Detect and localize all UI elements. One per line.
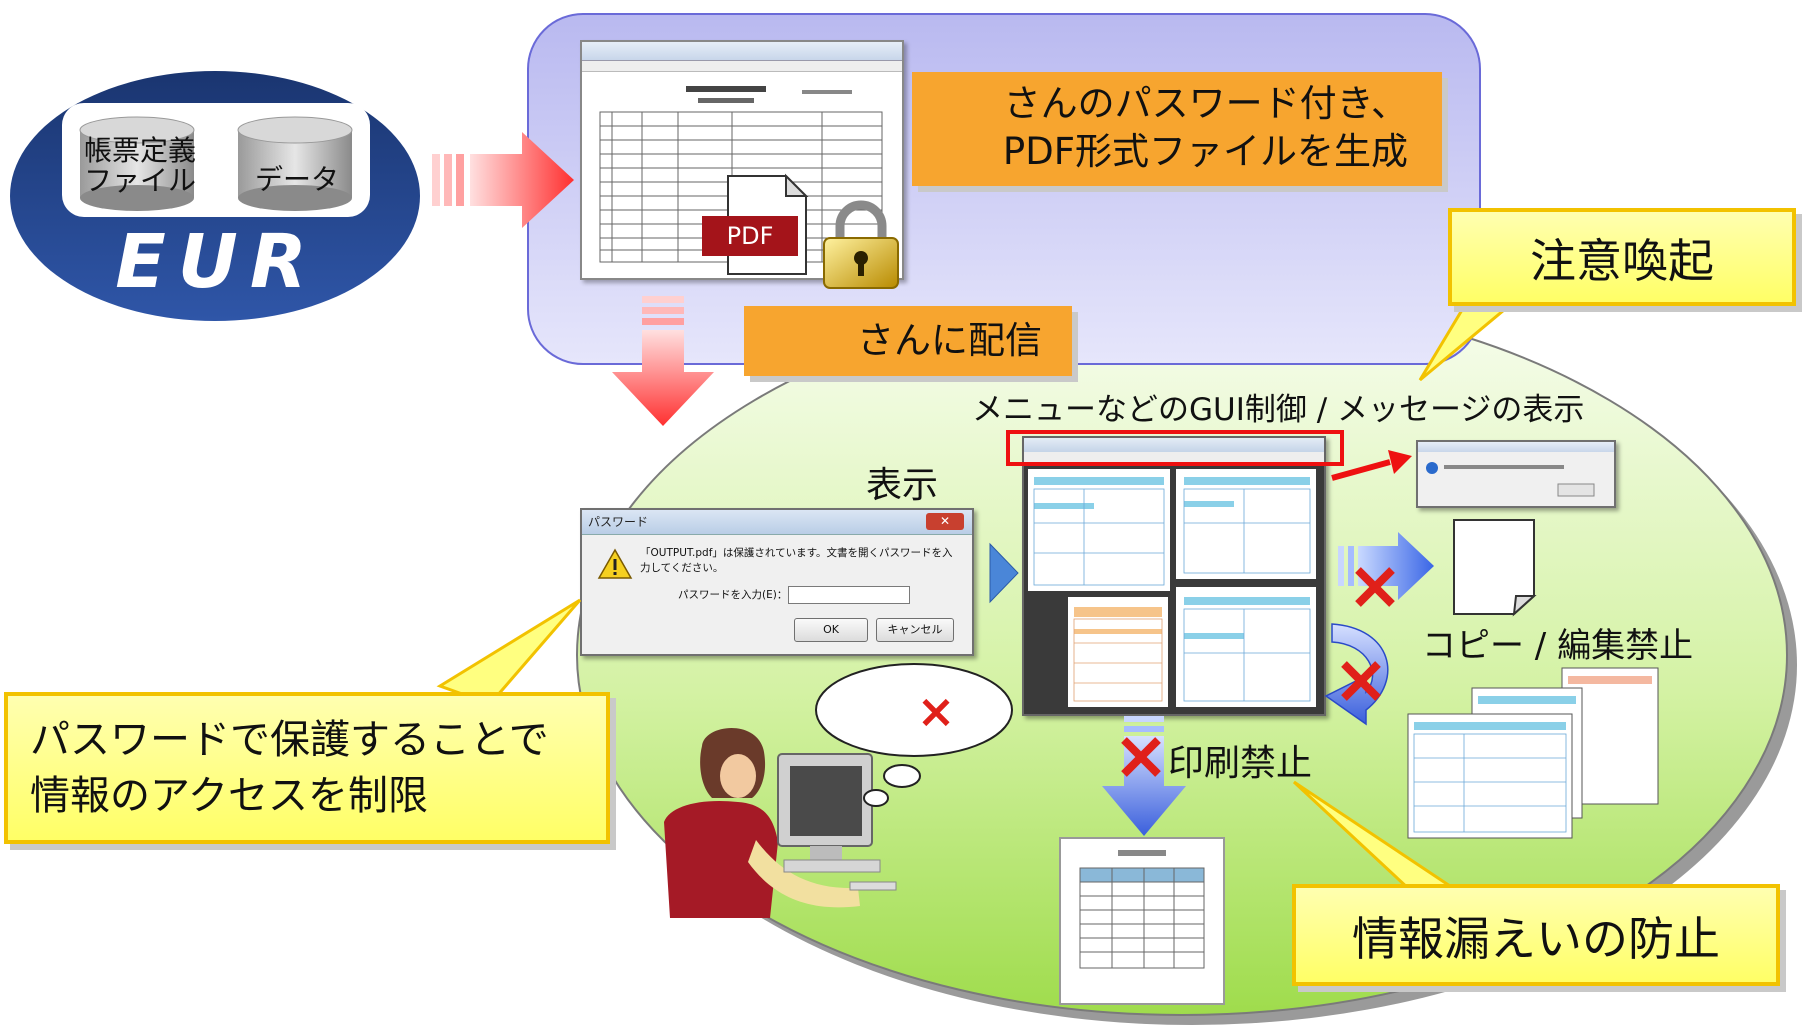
- cancel-button[interactable]: キャンセル: [876, 618, 954, 642]
- thought-bubble: [815, 663, 1013, 807]
- gui-control-label: メニューなどのGUI制御 / メッセージの表示: [972, 392, 1585, 428]
- pdf-viewer-window: [1022, 436, 1326, 716]
- thought-prohibited-mark: ×: [916, 684, 956, 738]
- print-arrow: [1102, 716, 1186, 836]
- lock-icon: [823, 200, 899, 289]
- printed-sheet-icon: [1059, 837, 1225, 1005]
- ok-button[interactable]: OK: [794, 618, 868, 642]
- menu-bar-highlight: [1006, 430, 1344, 466]
- open-arrow: [989, 542, 1019, 604]
- copy-edit-label: コピー / 編集禁止: [1422, 626, 1694, 666]
- distribution-box: さんに配信: [744, 306, 1072, 376]
- password-dialog-message: 「OUTPUT.pdf」は保護されています。文書を開くパスワードを入力してくださ…: [640, 547, 953, 574]
- eur-logo: EUR: [115, 219, 319, 305]
- copy-prohibited-mark: [1355, 567, 1395, 607]
- display-label: 表示: [866, 465, 939, 506]
- data-database-icon: [237, 116, 353, 211]
- edit-arrow: [1324, 623, 1389, 726]
- leak-prevention-callout: 情報漏えいの防止: [1292, 884, 1780, 986]
- password-input[interactable]: [788, 586, 910, 604]
- password-dialog: パスワード ✕ 「OUTPUT.pdf」は保護されています。文書を開くパスワード…: [580, 508, 974, 656]
- dialog-close-button[interactable]: ✕: [926, 513, 964, 530]
- data-label: データ: [254, 163, 339, 196]
- password-dialog-title: パスワード: [582, 510, 972, 535]
- password-callout: パスワードで保護することで 情報のアクセスを制限: [4, 692, 610, 844]
- message-box: [1416, 440, 1616, 508]
- edit-prohibited-mark: [1341, 661, 1381, 701]
- distribute-arrow: [612, 296, 714, 426]
- print-prohibited-label: 印刷禁止: [1168, 743, 1313, 784]
- blank-page-icon: [1453, 519, 1537, 617]
- attention-callout: 注意喚起: [1448, 208, 1796, 306]
- person-at-computer-icon: [664, 728, 897, 918]
- pdf-badge: PDF: [702, 216, 798, 256]
- generate-arrow: [432, 132, 574, 228]
- print-prohibited-mark: [1121, 737, 1161, 777]
- definition-file-label: 帳票定義 ファイル: [83, 134, 196, 197]
- password-field-label: パスワードを入力(E)：: [678, 589, 788, 601]
- message-arrow: [1331, 450, 1412, 481]
- definition-file-database-icon: [79, 116, 195, 211]
- warning-icon: [597, 548, 633, 579]
- pdf-generation-box: さんのパスワード付き、 PDF形式ファイルを生成: [912, 72, 1442, 186]
- form-stack-icon: [1407, 667, 1659, 839]
